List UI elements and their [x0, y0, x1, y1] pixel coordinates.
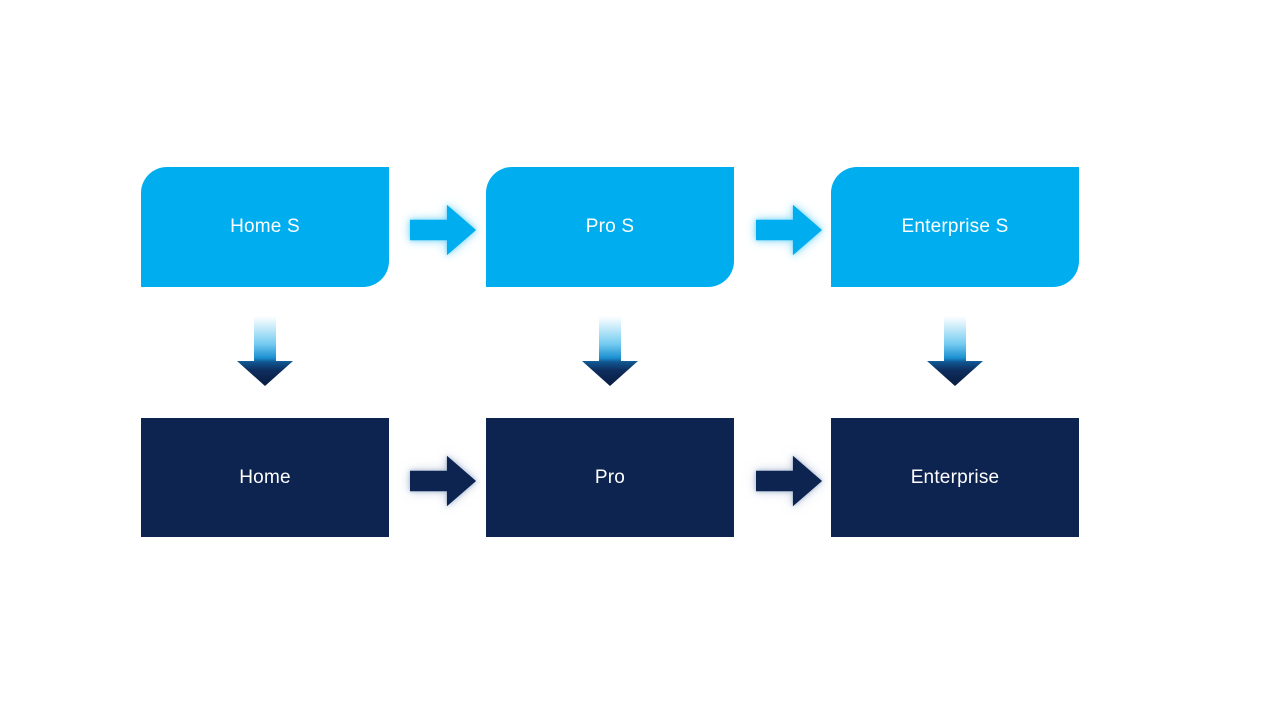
- node-pro-s-label: Pro S: [585, 216, 635, 237]
- node-enterprise-s-label: Enterprise S: [901, 216, 1009, 237]
- node-pro-s: Pro S: [486, 167, 734, 287]
- arrow-right-bottom-1-icon: [410, 455, 477, 507]
- arrow-down-3-icon: [927, 316, 983, 386]
- arrow-right-top-2-icon: [756, 204, 823, 256]
- arrow-right-bottom-2-icon: [756, 455, 823, 507]
- arrow-right-top-1-icon: [410, 204, 477, 256]
- node-pro-label: Pro: [594, 466, 626, 488]
- node-home-s-label: Home S: [230, 216, 300, 237]
- node-home: Home: [141, 418, 389, 537]
- node-home-label: Home: [239, 466, 291, 488]
- node-enterprise: Enterprise: [831, 418, 1079, 537]
- arrow-down-1-icon: [237, 316, 293, 386]
- node-pro: Pro: [486, 418, 734, 537]
- node-enterprise-s: Enterprise S: [831, 167, 1079, 287]
- node-enterprise-label: Enterprise: [910, 466, 1000, 488]
- arrow-down-2-icon: [582, 316, 638, 386]
- node-home-s: Home S: [141, 167, 389, 287]
